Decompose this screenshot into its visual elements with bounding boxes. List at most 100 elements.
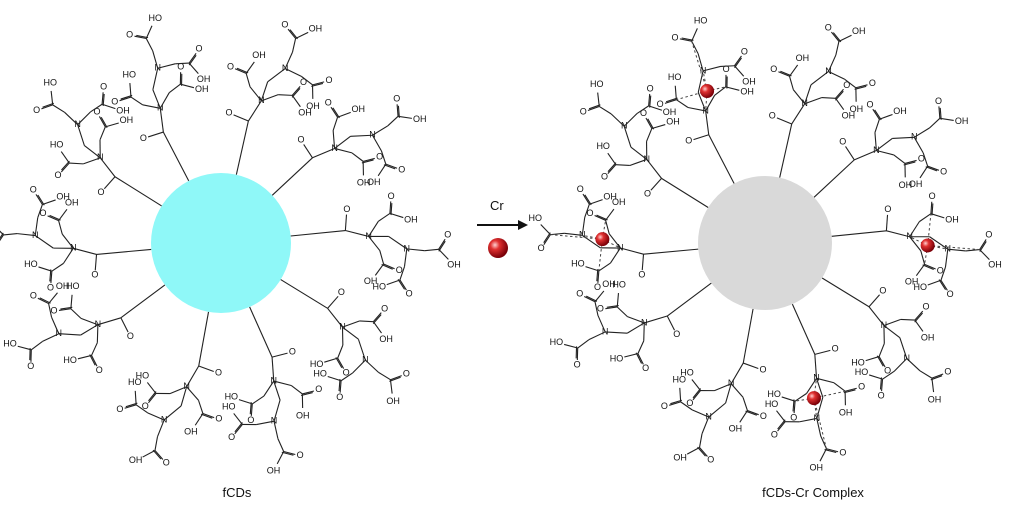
bond <box>361 159 374 164</box>
bond <box>397 105 400 118</box>
bond <box>879 377 882 390</box>
bond <box>664 99 677 104</box>
bond <box>610 113 625 127</box>
bond <box>596 269 599 282</box>
oxygen-atom: O <box>867 99 874 109</box>
hydroxyl-group: OH <box>842 111 856 121</box>
bond <box>930 213 945 219</box>
bond <box>372 125 389 136</box>
nitrogen-atom: N <box>362 354 369 364</box>
arrow-head-icon <box>518 220 528 230</box>
oxygen-atom: O <box>947 289 954 299</box>
bond <box>438 240 446 252</box>
oxygen-atom: O <box>771 429 778 439</box>
bond <box>156 419 165 437</box>
bond <box>77 354 92 360</box>
bond <box>198 365 214 373</box>
bond <box>142 104 161 109</box>
hydroxyl-group: OH <box>673 452 687 462</box>
bond <box>708 402 726 418</box>
bond <box>929 117 941 129</box>
bond <box>597 315 606 333</box>
bond <box>564 343 578 349</box>
bond <box>64 111 79 126</box>
bond <box>909 236 922 252</box>
bond <box>70 308 82 319</box>
bond <box>874 119 880 133</box>
cr-ion-icon <box>806 391 821 406</box>
bond <box>249 402 252 415</box>
bond <box>352 359 366 374</box>
bond <box>271 357 275 382</box>
bond <box>680 401 693 411</box>
bond <box>927 244 980 251</box>
oxygen-atom: O <box>671 32 678 42</box>
hydroxyl-group: HO <box>50 139 64 149</box>
bond <box>742 397 748 411</box>
bond <box>799 417 817 423</box>
hydroxyl-group: OH <box>296 410 310 420</box>
bond <box>80 317 99 326</box>
oxygen-atom: O <box>398 164 405 174</box>
bond <box>124 404 137 409</box>
bond <box>234 422 243 433</box>
oxygen-atom: O <box>388 191 395 201</box>
oxygen-atom: O <box>985 230 992 240</box>
bond <box>813 159 855 198</box>
hydroxyl-group: OH <box>116 105 130 115</box>
bond <box>80 324 99 336</box>
bond <box>41 104 53 110</box>
oxygen-atom: O <box>47 282 54 292</box>
bond <box>651 124 666 130</box>
oxygen-atom: O <box>580 107 587 117</box>
bond <box>312 81 325 86</box>
bond <box>125 402 138 408</box>
bond <box>909 236 928 246</box>
bond <box>876 149 894 156</box>
hydroxyl-group: HO <box>855 367 869 377</box>
bond <box>188 62 199 74</box>
bond <box>588 331 606 341</box>
bond <box>931 203 934 216</box>
bond <box>344 214 348 231</box>
bond <box>693 134 709 141</box>
hydroxyl-group: OH <box>909 179 923 189</box>
bond <box>965 249 980 252</box>
bond <box>791 103 806 125</box>
bond <box>197 400 204 414</box>
nitrogen-atom: N <box>813 373 820 383</box>
oxygen-atom: O <box>215 414 222 424</box>
bond <box>83 157 101 165</box>
bond <box>100 116 108 128</box>
bond <box>77 124 85 146</box>
reaction-arrow: Cr <box>477 198 528 258</box>
bond <box>146 382 157 394</box>
bond <box>816 377 835 384</box>
bond <box>903 161 916 166</box>
bond <box>734 57 742 69</box>
bond <box>637 340 645 354</box>
bond <box>60 151 70 164</box>
bond <box>327 295 339 309</box>
bond <box>868 294 880 308</box>
hydroxyl-group: OH <box>852 26 866 36</box>
oxygen-atom: O <box>937 265 944 275</box>
bond <box>540 224 551 235</box>
bond <box>697 92 707 112</box>
hydroxyl-group: OH <box>195 84 209 94</box>
bond <box>915 264 926 276</box>
bond <box>878 356 886 368</box>
bond <box>291 85 301 96</box>
bond <box>247 100 262 122</box>
hydroxyl-group: OH <box>612 197 626 207</box>
bond <box>698 433 703 448</box>
bond <box>147 131 164 138</box>
bond <box>854 85 867 90</box>
bond <box>168 83 181 94</box>
hydroxyl-group: HO <box>128 377 142 387</box>
bond <box>378 371 391 381</box>
bond <box>855 84 868 89</box>
bond <box>338 378 341 392</box>
hydroxyl-group: OH <box>120 115 134 125</box>
